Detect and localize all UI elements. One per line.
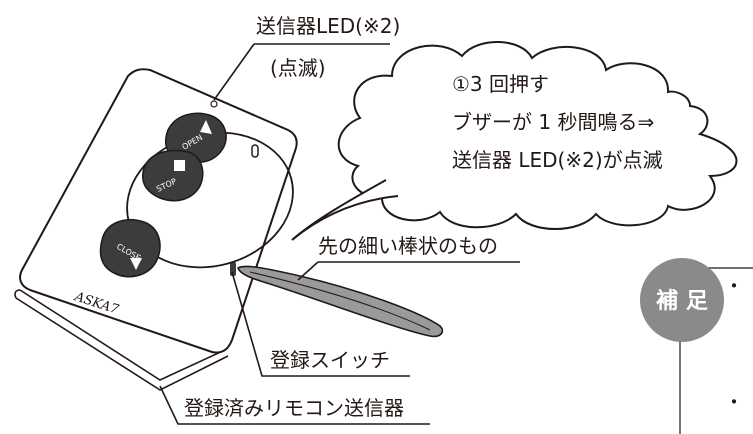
supplement-panel: 補 足: [640, 258, 753, 434]
leader-lines: [159, 43, 520, 425]
supplement-badge: [640, 258, 724, 342]
registered-remote-label: 登録済みリモコン送信器: [184, 396, 404, 420]
blinking-label: (点滅): [270, 56, 326, 80]
remote-transmitter: OPEN STOP CLOSE ASKA7: [14, 68, 298, 391]
thin-rod: [237, 265, 444, 338]
close-button: [99, 219, 161, 278]
bubble-line-3: 送信器 LED(※2)が点滅: [452, 148, 663, 172]
transmitter-led-label: 送信器LED(※2): [256, 14, 401, 38]
supplement-bullet-2: ・: [724, 390, 744, 414]
thin-rod-label: 先の細い棒状のもの: [318, 234, 498, 258]
speech-bubble: [291, 41, 738, 241]
supplement-badge-label: 補 足: [655, 288, 708, 314]
stop-button: [142, 149, 204, 202]
supplement-bullet-1: ・: [724, 274, 744, 298]
register-switch-label: 登録スイッチ: [270, 348, 390, 372]
bubble-line-1: ①3 回押す: [452, 72, 550, 96]
bubble-line-2: ブザーが 1 秒間鳴る⇒: [452, 110, 655, 134]
